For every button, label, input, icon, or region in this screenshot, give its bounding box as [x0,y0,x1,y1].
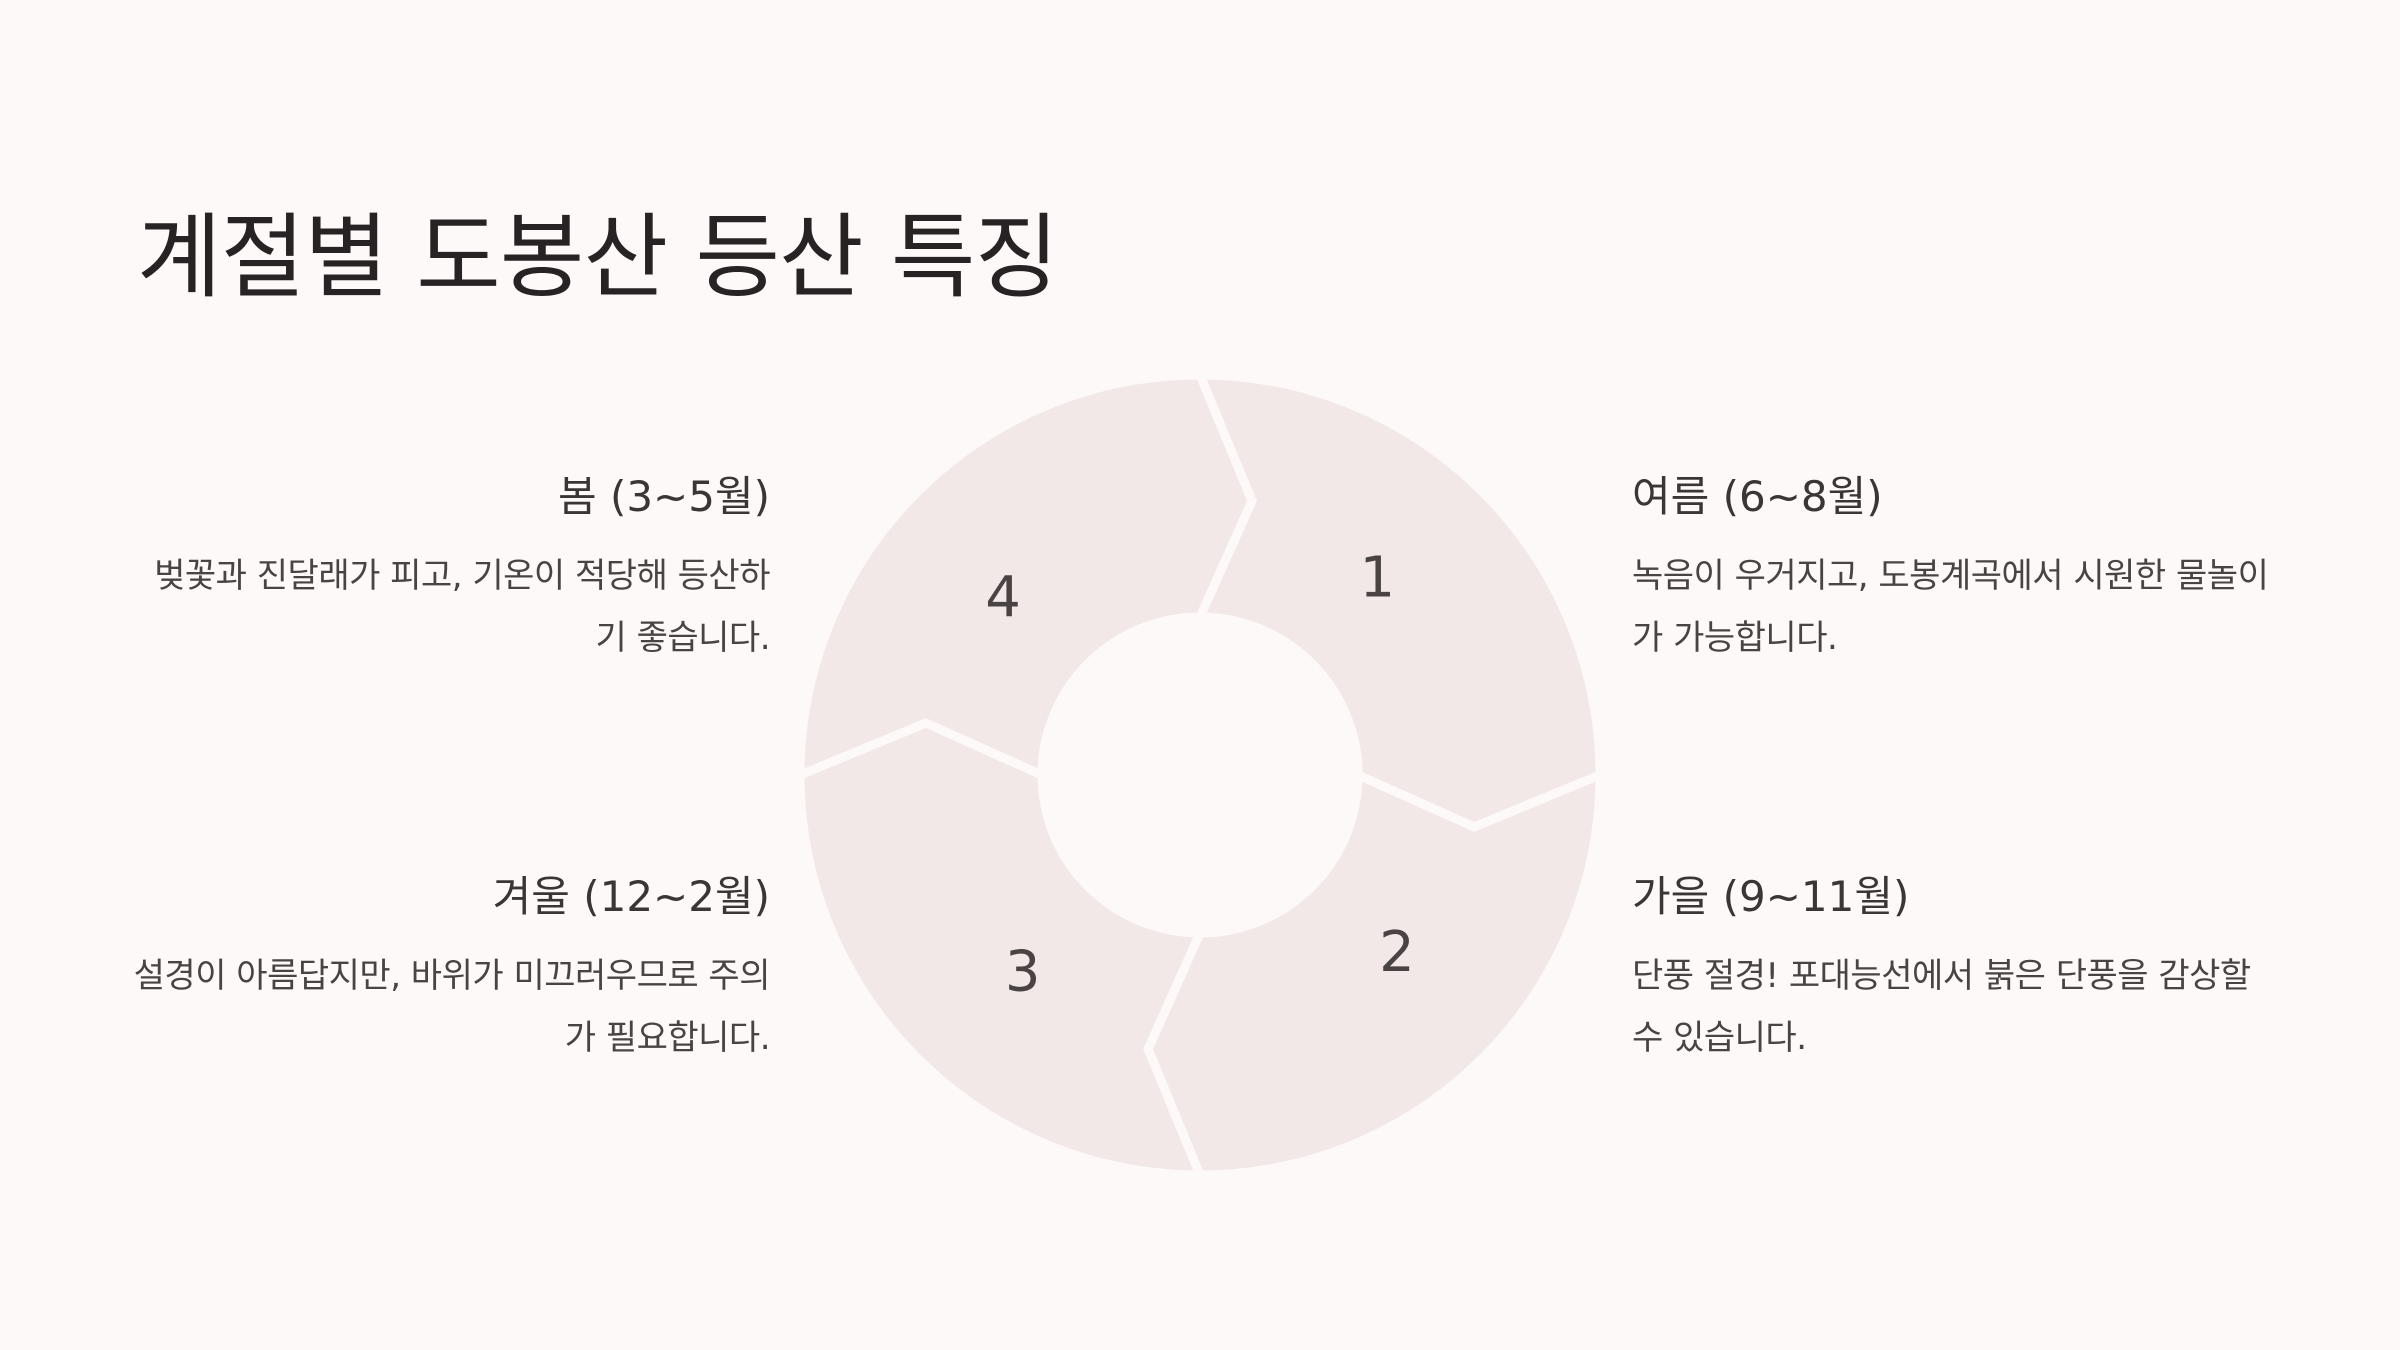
season-title-winter: 겨울 (12~2월) [492,872,770,921]
cycle-segment-number-autumn: 3 [1005,939,1041,1004]
cycle-segment-winter [800,375,1257,782]
cycle-segment-summer [1143,768,1600,1175]
season-title-autumn: 가을 (9~11월) [1632,872,1910,921]
season-title-summer: 여름 (6~8월) [1632,472,1883,521]
cycle-segment-autumn [800,718,1207,1175]
season-title-spring: 봄 (3~5월) [557,472,770,521]
season-description-autumn: 단풍 절경! 포대능선에서 붉은 단풍을 감상할 수 있습니다. [1632,955,2251,1058]
season-description-winter: 설경이 아름답지만, 바위가 미끄러우므로 주의가 필요합니다. [133,955,771,1058]
season-block-autumn: 가을 (9~11월) 단풍 절경! 포대능선에서 붉은 단풍을 감상할 수 있습… [1632,870,2272,1069]
cycle-segment-number-summer: 2 [1379,920,1415,985]
season-description-summer: 녹음이 우거지고, 도봉계곡에서 시원한 물놀이가 가능합니다. [1632,555,2269,658]
cycle-segment-number-spring: 1 [1359,546,1395,611]
season-block-summer: 여름 (6~8월) 녹음이 우거지고, 도봉계곡에서 시원한 물놀이가 가능합니… [1632,470,2272,669]
season-description-spring: 벚꽃과 진달래가 피고, 기온이 적당해 등산하기 좋습니다. [154,555,770,658]
cycle-segment-number-winter: 4 [985,565,1021,630]
cycle-segment-spring [1193,375,1600,832]
season-block-winter: 겨울 (12~2월) 설경이 아름답지만, 바위가 미끄러우므로 주의가 필요합… [130,870,771,1069]
season-block-spring: 봄 (3~5월) 벚꽃과 진달래가 피고, 기온이 적당해 등산하기 좋습니다. [130,470,770,669]
page-title: 계절별 도봉산 등산 특징 [137,204,1059,311]
cycle-diagram: 1 2 3 4 [800,375,1600,1175]
